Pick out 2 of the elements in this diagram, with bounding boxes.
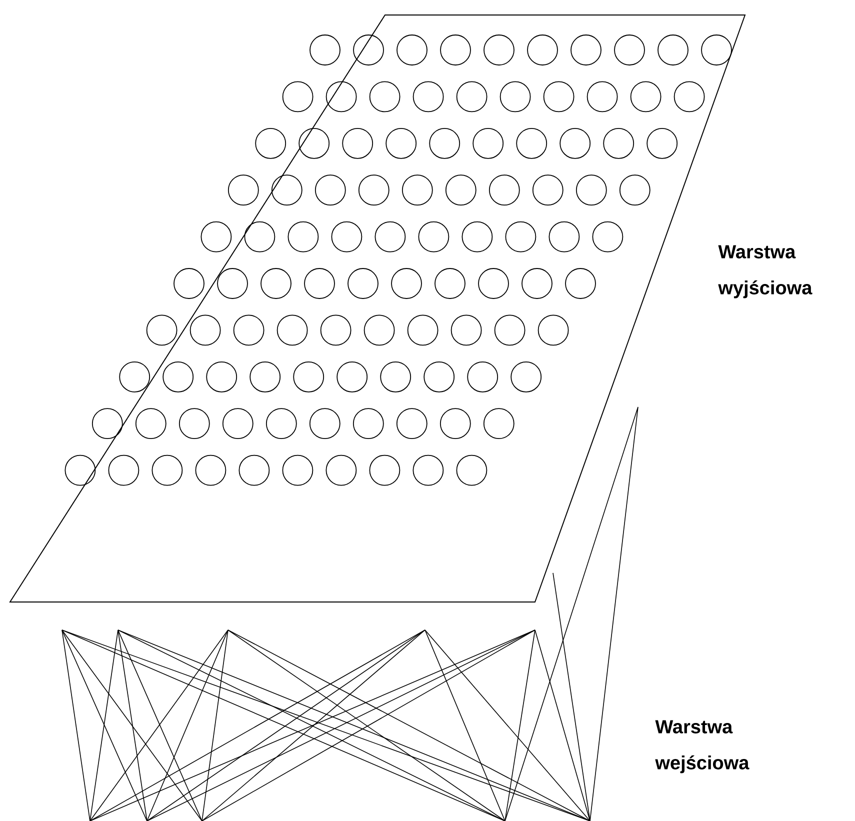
layer-label: Warstwa wejściowa [655, 720, 750, 774]
layer-label: Warstwa wyjściowa [718, 245, 812, 298]
